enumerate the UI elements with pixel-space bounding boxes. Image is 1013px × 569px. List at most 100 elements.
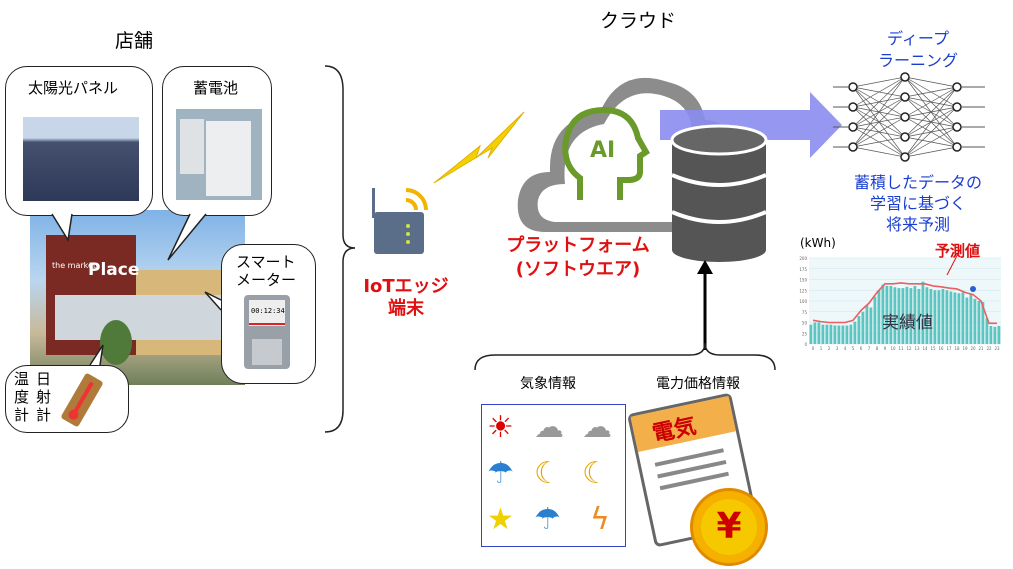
- store-sign-small: the market: [52, 261, 97, 270]
- inputs-brace: [474, 342, 776, 371]
- actual-bar: [917, 288, 921, 344]
- moon-cloud-icon: ☾: [534, 456, 561, 491]
- actual-bar: [969, 294, 973, 344]
- desc-1: 蓄積したデータの: [853, 173, 982, 192]
- forecast-pointer: [946, 247, 962, 276]
- x-tick-label: 14: [922, 346, 928, 351]
- chart-unit: (kWh): [800, 236, 836, 250]
- y-tick-label: 200: [799, 256, 807, 261]
- y-tick-label: 150: [799, 278, 807, 283]
- y-tick-label: 50: [802, 321, 808, 326]
- nn-edge: [904, 86, 958, 138]
- x-tick-label: 10: [890, 346, 896, 351]
- actual-bar: [833, 325, 837, 344]
- store-title: 店舗: [115, 30, 154, 52]
- x-tick-label: 19: [962, 346, 968, 351]
- actual-bar: [861, 311, 865, 344]
- solar-panel-callout: 太陽光パネル: [5, 66, 153, 216]
- sun-icon: ☀: [487, 410, 514, 445]
- yen-symbol: ¥: [701, 499, 757, 555]
- iot-label-2: 端末: [388, 298, 424, 319]
- actual-bar: [809, 324, 813, 344]
- prediction-description: 蓄積したデータの 学習に基づく 将来予測: [830, 172, 1006, 235]
- weather-icons-panel: ☀ ☁ ☁ ☂ ☾ ☾ ★ ☂ ϟ: [481, 404, 626, 547]
- actual-bar: [857, 316, 861, 344]
- y-tick-label: 0: [804, 342, 807, 347]
- actual-bar: [941, 288, 945, 344]
- actual-bar: [905, 286, 909, 344]
- actual-label: 実績値: [882, 313, 933, 333]
- forecast-label: 予測値: [935, 242, 981, 260]
- nn-node: [900, 152, 910, 162]
- actual-bar: [997, 325, 1001, 344]
- nn-edge: [904, 86, 958, 158]
- smart-meter-callout: スマート メーター 00:12:34: [221, 244, 316, 384]
- meter-label-2: メーター: [236, 271, 297, 289]
- actual-bar: [965, 297, 969, 344]
- pyranometer-label: 日射計: [36, 370, 52, 424]
- actual-bar: [829, 324, 833, 344]
- actual-bar: [993, 326, 997, 344]
- battery-label: 蓄電池: [193, 79, 239, 97]
- y-tick-label: 125: [799, 288, 807, 293]
- x-tick-label: 7: [868, 346, 871, 351]
- actual-bar: [973, 298, 977, 344]
- actual-bar: [881, 284, 885, 344]
- store-brace: [324, 65, 356, 433]
- neural-network-icon: [833, 72, 985, 162]
- actual-bar: [853, 321, 857, 344]
- deep-label-1: ディープ: [887, 29, 949, 48]
- iot-label-1: IoTエッジ: [363, 276, 449, 297]
- deep-label-2: ラーニング: [877, 51, 958, 70]
- nn-node: [900, 112, 910, 122]
- nn-edge: [904, 126, 958, 158]
- cloud-title: クラウド: [600, 10, 677, 32]
- nn-edge: [904, 106, 958, 158]
- x-tick-label: 20: [970, 346, 976, 351]
- nn-edge: [852, 76, 906, 128]
- x-tick-label: 3: [836, 346, 839, 351]
- umbrella-icon: ☂: [487, 456, 514, 491]
- nn-node: [848, 122, 858, 132]
- x-tick-label: 2: [828, 346, 831, 351]
- lightning-icon: [433, 111, 525, 184]
- desc-2: 学習に基づく: [869, 194, 966, 213]
- nn-edge: [852, 76, 906, 108]
- x-tick-label: 23: [994, 346, 1000, 351]
- sun-cloud-icon: ☁: [534, 410, 564, 445]
- thermometer-callout: 温度計 日射計: [5, 365, 129, 433]
- iot-label: IoTエッジ 端末: [355, 276, 457, 320]
- y-tick-label: 100: [799, 299, 807, 304]
- x-tick-label: 11: [898, 346, 904, 351]
- thermometer-label: 温度計: [14, 370, 30, 424]
- nn-edge: [852, 116, 906, 148]
- nn-edge: [904, 146, 958, 158]
- actual-bar: [933, 290, 937, 344]
- x-tick-label: 15: [930, 346, 936, 351]
- database-icon: [670, 124, 768, 262]
- nn-node: [900, 72, 910, 82]
- actual-bar: [849, 324, 853, 344]
- star-icon: ★: [487, 502, 514, 537]
- x-tick-label: 13: [914, 346, 920, 351]
- x-tick-label: 16: [938, 346, 944, 351]
- x-tick-label: 4: [844, 346, 847, 351]
- umbrella-icon-2: ☂: [534, 502, 561, 537]
- ai-head-icon: [562, 106, 650, 200]
- actual-bar: [897, 288, 901, 344]
- store-sign: Place: [88, 260, 140, 280]
- platform-label-1: プラットフォーム: [506, 235, 650, 256]
- x-tick-label: 17: [946, 346, 952, 351]
- x-tick-label: 5: [852, 346, 855, 351]
- actual-bar: [813, 322, 817, 344]
- y-tick-label: 175: [799, 267, 807, 272]
- actual-bar: [989, 325, 993, 344]
- actual-bar: [929, 288, 933, 344]
- x-tick-label: 21: [978, 346, 984, 351]
- actual-bar: [901, 288, 905, 344]
- cloud-icon: ☁: [582, 410, 612, 445]
- nn-edge: [904, 86, 958, 98]
- weather-label: 気象情報: [520, 376, 576, 392]
- nn-node: [952, 122, 962, 132]
